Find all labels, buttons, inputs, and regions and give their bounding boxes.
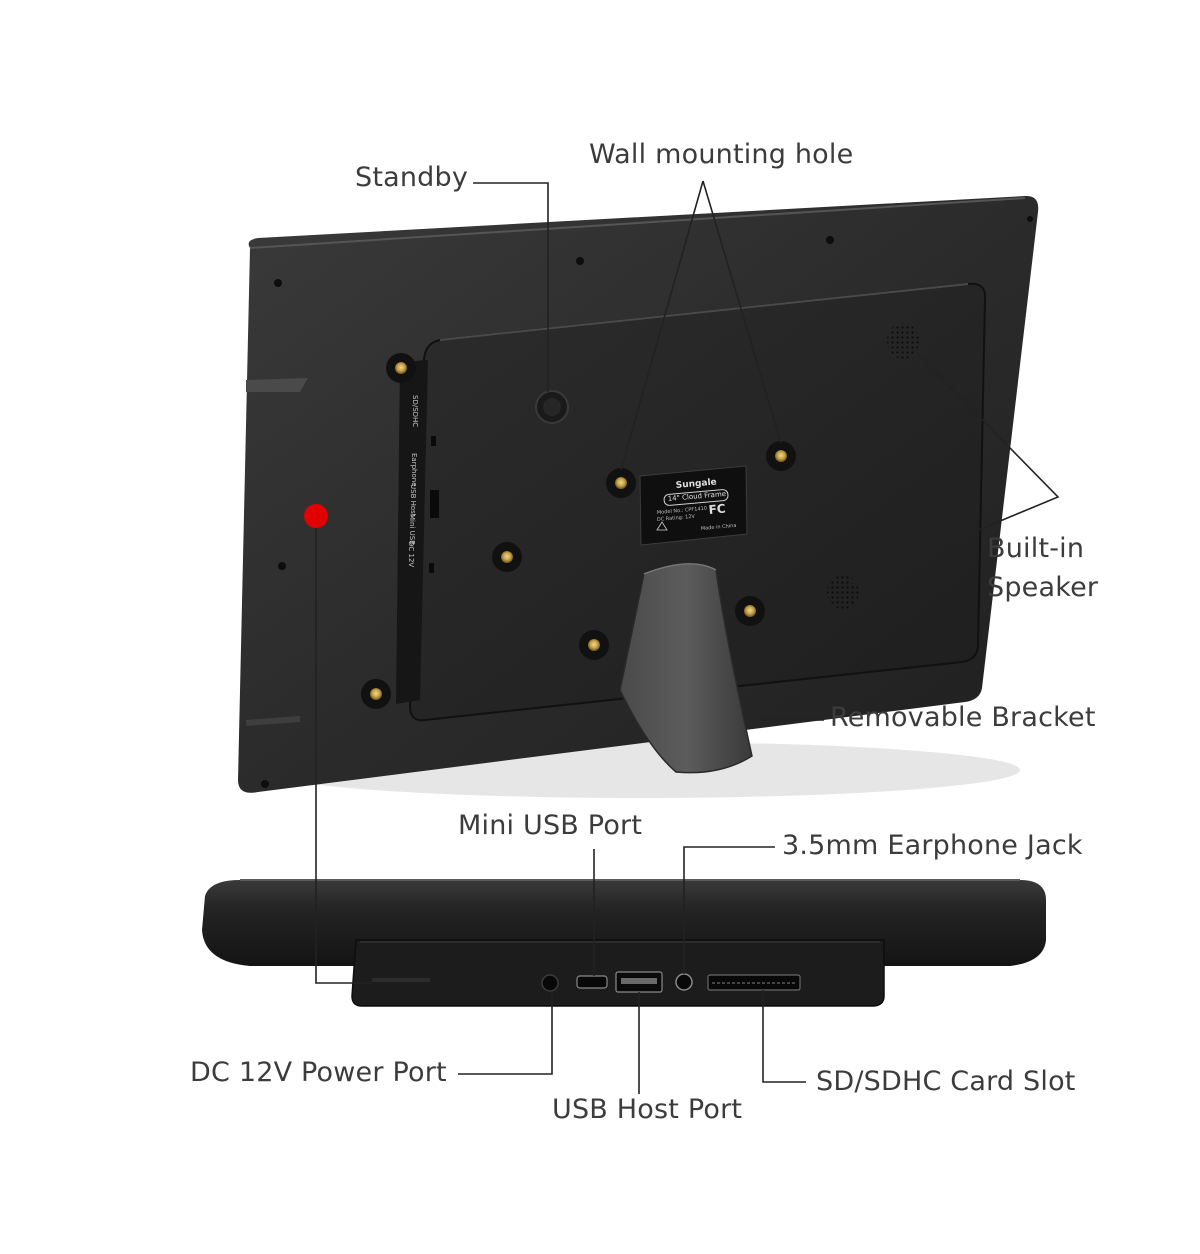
callout-wall-mounting-hole: Wall mounting hole [589, 139, 854, 170]
callout-standby: Standby [355, 162, 469, 193]
callout-earphone-jack: 3.5mm Earphone Jack [782, 830, 1083, 861]
screw [579, 630, 609, 660]
rim-screws [261, 216, 1033, 788]
frame-groove [246, 378, 308, 392]
side-port-label: DC 12V [407, 541, 415, 567]
screw [766, 441, 796, 471]
side-port-label: Earphone [410, 453, 418, 487]
callout-built-in-speaker-line2: Speaker [987, 572, 1099, 603]
side-port-label-group: SD/SDHC Earphone USB Host Mini USB DC 12… [407, 395, 419, 567]
label-fcc: FC [708, 502, 726, 517]
screw [386, 353, 416, 383]
callout-built-in-speaker-line1: Built-in [987, 533, 1085, 564]
leader-dc-power-dot [315, 528, 372, 984]
callout-built-in-speaker: Built-in Speaker [987, 529, 1098, 607]
side-port-label: SD/SDHC [411, 395, 419, 427]
screw [735, 596, 765, 626]
side-port-label: Mini USB [408, 514, 416, 545]
callout-sd-card-slot: SD/SDHC Card Slot [816, 1066, 1076, 1097]
leader-lines [315, 180, 1060, 1094]
frame-back-view: SD/SDHC Earphone USB Host Mini USB DC 12… [238, 195, 1039, 798]
leader-speaker [847, 351, 1060, 585]
callout-mini-usb-port: Mini USB Port [458, 810, 643, 841]
earphone-jack-shape [675, 973, 693, 991]
side-port-label: USB Host [409, 484, 417, 517]
mounting-screws [361, 353, 796, 709]
label-origin: Made in China [701, 523, 737, 532]
label-model-no: Model No.: CPF1410 [657, 506, 708, 516]
leader-dc-power [458, 992, 553, 1075]
speaker-grille [827, 575, 859, 609]
screw [492, 542, 522, 572]
side-port-strip [396, 360, 428, 704]
rating-label: Sungale 14" Cloud Frame Model No.: CPF14… [639, 465, 748, 546]
dc-jack [541, 974, 559, 992]
mini-usb-port-shape [576, 975, 608, 989]
leader-earphone [683, 846, 775, 974]
warning-icon [656, 521, 668, 531]
leader-standby [473, 182, 549, 392]
screw [606, 468, 636, 498]
label-brand: Sungale [675, 477, 717, 491]
label-rating: DC Rating: 12V [657, 514, 696, 523]
screw [361, 679, 391, 709]
leader-wall-hole-2 [702, 180, 782, 444]
frame-bottom-view [202, 879, 1046, 1007]
power-port-marker [304, 504, 328, 528]
callout-removable-bracket: Removable Bracket [830, 702, 1096, 733]
speaker-grille [887, 323, 919, 359]
callout-dc-power-port: DC 12V Power Port [190, 1057, 447, 1088]
leader-sd [762, 990, 806, 1083]
leader-wall-hole-1 [620, 180, 704, 471]
callout-usb-host-port: USB Host Port [552, 1094, 743, 1125]
